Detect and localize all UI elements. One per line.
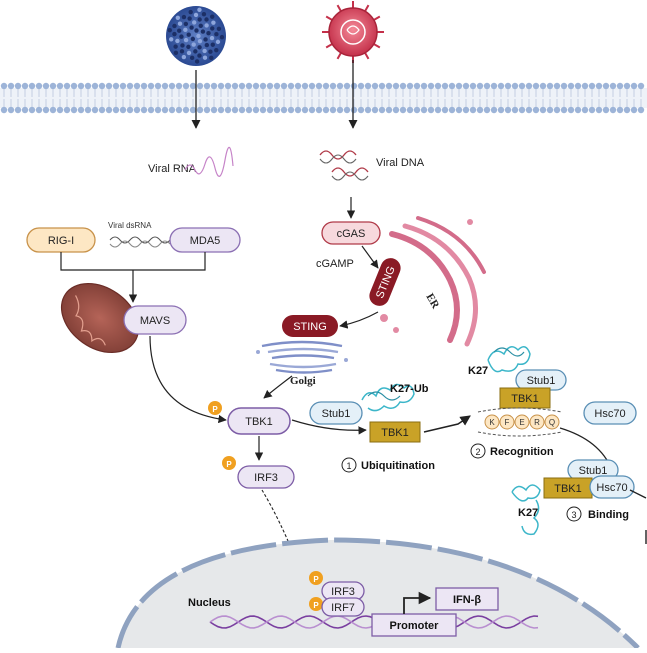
tbk1-box <box>227 407 291 435</box>
hsc70-label-1: Hsc70 <box>594 408 625 420</box>
nuc-irf3-label: IRF3 <box>331 586 355 598</box>
tbk1-label-3: TBK1 <box>511 393 539 405</box>
motif-r: R <box>534 418 540 427</box>
rig-mda5-bracket <box>60 252 206 271</box>
mavs-to-tbk1-arrow <box>149 335 227 424</box>
step3-label: Binding <box>588 509 629 521</box>
tbk1-phospho-icon <box>208 401 222 415</box>
ubiquitin-chain-icon-2 <box>487 346 531 373</box>
promoter-label: Promoter <box>390 620 440 632</box>
viral-dsrna-label: Viral dsRNA <box>108 221 152 230</box>
dsrna-strand-icon <box>109 236 171 244</box>
ubiquitin-chain-icon-3 <box>511 484 541 502</box>
stub1-label-1: Stub1 <box>322 408 351 420</box>
motif-k: K <box>489 418 495 427</box>
hsc70-box-2 <box>589 475 635 499</box>
cgas-label: cGAS <box>337 228 366 240</box>
tbk1-label: TBK1 <box>245 416 273 428</box>
cgamp-arrow <box>361 245 379 269</box>
motif-e: E <box>519 418 524 427</box>
sting-golgi-label: STING <box>293 321 327 333</box>
ubiquitin-chain-icon-1 <box>361 383 415 412</box>
ifn-beta-label: IFN-β <box>453 594 481 606</box>
step2-badge <box>470 443 486 459</box>
viral-rna-strand-icon <box>184 146 234 177</box>
mavs-label: MAVS <box>140 315 170 327</box>
stub1-label-3: Stub1 <box>579 465 608 477</box>
cgas-box <box>321 221 381 245</box>
viral-dna-strand-icon <box>319 150 369 181</box>
step2-num: 2 <box>475 447 480 457</box>
tbk1-box-2 <box>369 421 421 443</box>
golgi-to-tbk1-arrow <box>263 375 293 399</box>
nucleus <box>115 537 640 650</box>
ifn-beta-box <box>435 587 499 611</box>
er-label: ER <box>423 292 442 312</box>
cell-membrane <box>0 82 647 114</box>
tbk1-label-2: TBK1 <box>381 427 409 439</box>
kferq-motif: K F E R Q <box>484 414 560 430</box>
step1-num: 1 <box>346 461 351 471</box>
stub1-box-1 <box>309 401 363 425</box>
irf7-p-label: P <box>313 601 319 610</box>
step3-badge <box>566 506 582 522</box>
k27-ub-label: K27-Ub <box>390 383 429 395</box>
irf7-box <box>321 597 365 617</box>
irf3-phospho-icon <box>222 456 236 470</box>
k27-label-2: K27 <box>518 507 538 519</box>
er-membrane-icon <box>380 216 486 347</box>
step1-label: Ubiquitination <box>361 460 435 472</box>
golgi-icon <box>256 340 348 374</box>
sting-er-box: STING <box>369 258 401 306</box>
golgi-label: Golgi <box>290 375 316 387</box>
rig-i-label: RIG-I <box>48 235 74 247</box>
mitochondrion-icon <box>60 282 140 354</box>
transcription-arrow <box>403 591 432 614</box>
tbk1-label-4: TBK1 <box>554 483 582 495</box>
promoter-box <box>371 613 457 637</box>
irf3-p-label: P <box>226 460 232 469</box>
nuc-irf3-phospho-icon <box>309 571 323 585</box>
nuc-irf3-p-label: P <box>313 575 319 584</box>
mda5-label: MDA5 <box>190 235 221 247</box>
cgamp-label: cGAMP <box>316 258 354 270</box>
motif-f: F <box>505 418 510 427</box>
motif-q: Q <box>549 418 555 427</box>
viral-dna-label: Viral DNA <box>376 157 425 169</box>
mavs-box <box>123 305 187 335</box>
irf3-label: IRF3 <box>254 472 278 484</box>
tbk1-p-label: P <box>212 405 218 414</box>
to-recognition-arrow <box>423 415 471 433</box>
to-ubiquitination-arrow <box>291 419 367 435</box>
sting-translocation-arrow <box>339 311 379 329</box>
hsc70-label-2: Hsc70 <box>596 482 627 494</box>
irf7-phospho-icon <box>309 597 323 611</box>
rna-virus-icon <box>166 6 226 66</box>
irf7-label: IRF7 <box>331 602 355 614</box>
step2-label: Recognition <box>490 446 554 458</box>
step1-badge <box>341 457 357 473</box>
stub1-label-2: Stub1 <box>527 375 556 387</box>
sting-golgi-box <box>282 315 338 337</box>
dna-virus-icon <box>322 1 384 63</box>
hsc70-box-1 <box>583 401 637 425</box>
viral-rna-label: Viral RNA <box>148 163 197 175</box>
step3-num: 3 <box>571 510 576 520</box>
k27-label-1: K27 <box>468 365 488 377</box>
nucleus-label: Nucleus <box>188 597 231 609</box>
irf3-box <box>237 465 295 489</box>
